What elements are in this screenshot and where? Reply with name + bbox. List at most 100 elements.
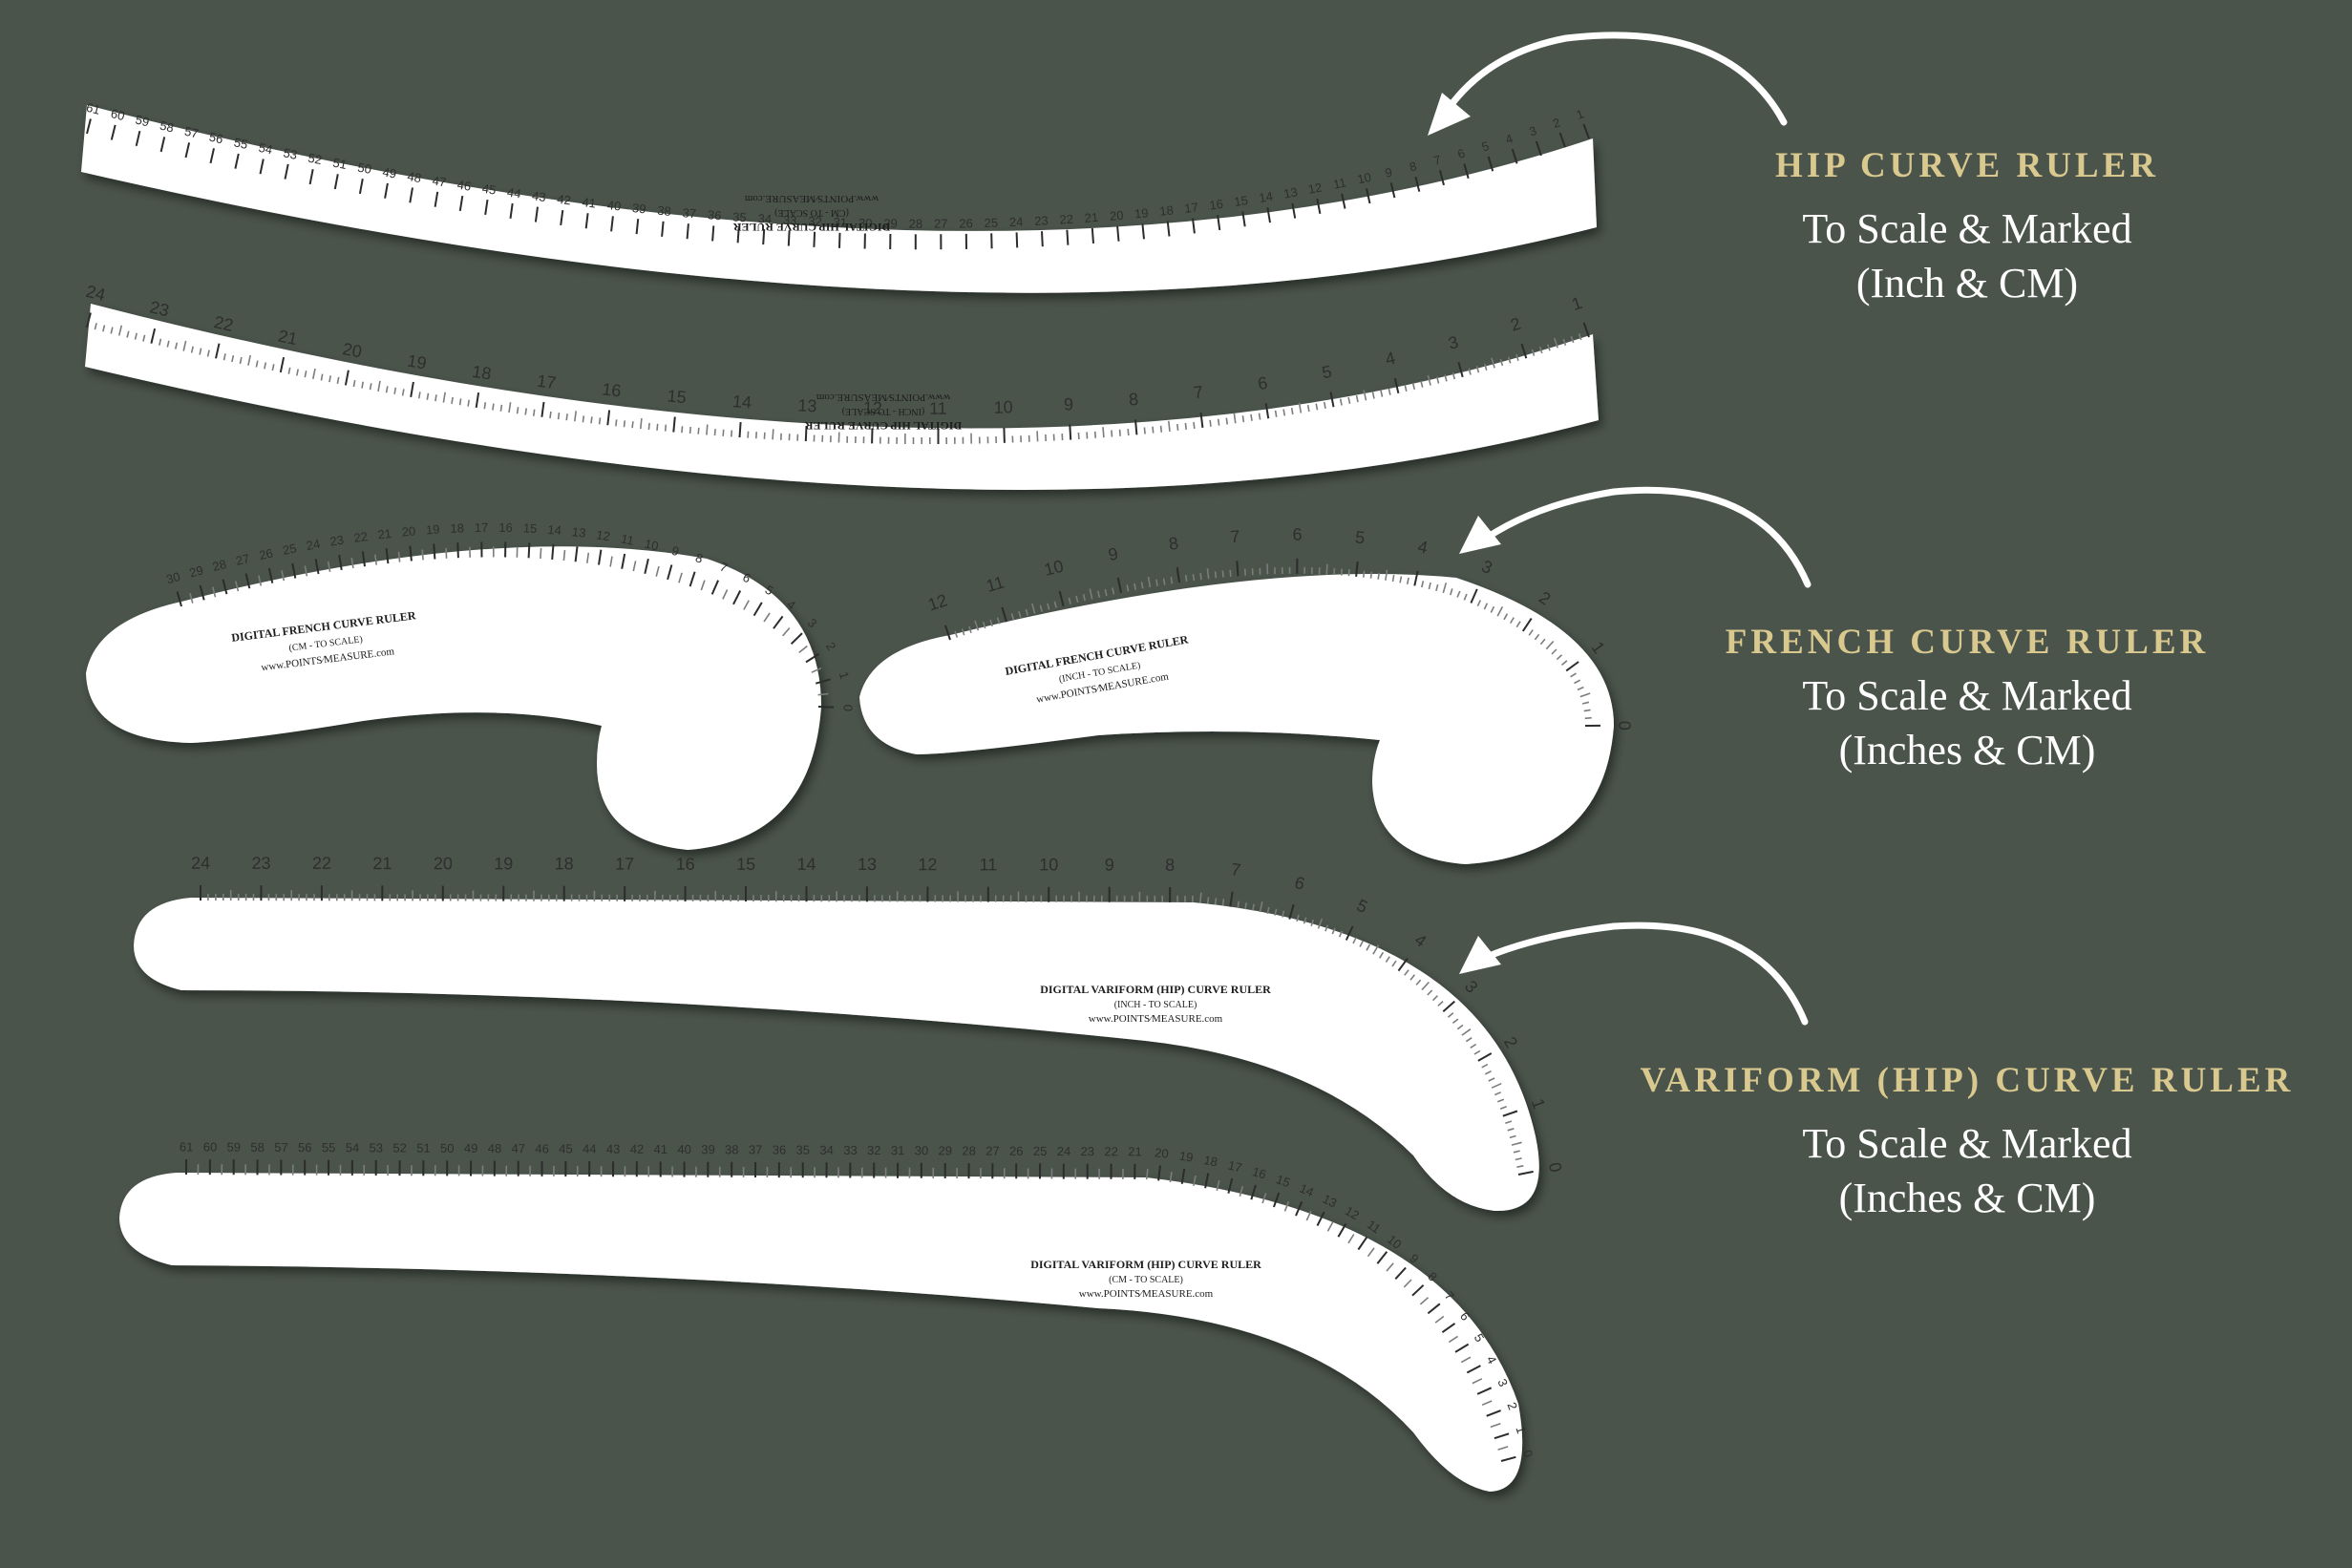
ruler-number: 52 [307,151,323,168]
ruler-number: 9 [670,543,681,559]
ruler-tick [1152,426,1155,434]
ruler-tick [1497,1098,1505,1103]
ruler-number: 0 [840,704,855,711]
ruler-tick [1290,407,1294,415]
ruler-number: 5 [1354,527,1366,547]
ruler-tick [445,547,448,559]
ruler-tick [361,381,364,389]
ruler-tick [1399,576,1403,583]
ruler-number: 22 [353,529,369,545]
ruler-tick [1047,603,1050,610]
ruler-number: 14 [796,855,816,874]
ruler-tick [1193,1175,1197,1187]
ruler-tick [492,403,495,411]
ruler-tick [1001,606,1007,623]
arrow-icon-variform [1459,922,1809,1026]
ruler-tick [189,592,194,604]
ruler-tick [1091,227,1094,244]
ruler-tick [1317,918,1324,929]
ruler-tick [86,312,92,328]
hip-curve-ruler-cm [81,105,1597,293]
ruler-number: 12 [918,855,937,874]
ruler-tick [731,430,733,437]
ruler-tick [150,328,157,344]
ruler-tick [540,401,545,417]
ruler-tick [377,380,381,392]
ruler-tick [1415,979,1422,985]
ruler-number: 1 [1569,293,1584,314]
ruler-tick [1421,581,1425,588]
ruler-tick [1377,572,1380,580]
ruler-number: 16 [676,855,695,874]
ruler-number: 47 [512,1141,526,1155]
ruler-number: 11 [980,855,998,874]
ruler-tick [385,386,389,393]
ruler-number: 57 [274,1140,288,1155]
ruler-tick [1487,156,1494,172]
ruler-number: 58 [250,1140,265,1155]
ruler-number: 48 [406,169,422,185]
ruler-tick [1140,582,1144,589]
ruler-number: 42 [557,192,572,208]
ruler-tick [1209,419,1212,427]
ruler-tick [126,330,130,338]
ruler-label-url: www.POINTS⁄MEASURE.com [744,193,879,204]
ruler-number: 9 [1063,394,1073,414]
ruler-tick [710,580,720,595]
ruler-tick [190,346,194,353]
ruler-tick [996,617,1001,625]
ruler-tick [222,579,228,595]
ruler-number: 33 [783,213,797,228]
ruler-number: 16 [1251,1164,1268,1182]
ruler-tick [678,572,683,583]
ruler-tick [586,552,590,563]
ruler-tick [206,350,210,357]
ruler-tick [961,628,965,636]
ruler-number: 19 [425,522,439,538]
ruler-tick [621,553,626,569]
ruler-tick [1535,140,1542,157]
ruler-tick [1199,892,1202,903]
ruler-tick [1427,1303,1441,1315]
ruler-tick [1243,568,1246,576]
ruler-tick [199,348,202,355]
ruler-tick [1363,570,1366,578]
ruler-number: 34 [757,211,772,226]
ruler-number: 2 [1536,587,1554,608]
ruler-tick [1515,621,1521,628]
ruler-number: 22 [1059,212,1073,227]
ruler-tick [409,545,413,562]
ruler-number: 3 [805,616,820,631]
ruler-tick [358,179,364,195]
ruler-number: 19 [406,351,428,373]
ruler-tick [1357,1236,1368,1251]
ruler-tick [1465,1037,1473,1043]
ruler-tick [1579,692,1591,698]
ruler-tick [199,584,205,601]
ruler-tick [1089,588,1093,600]
ruler-tick [562,549,566,562]
ruler-tick [752,602,763,617]
ruler-tick [664,424,667,432]
ruler-tick [689,571,696,587]
ruler-label-subtitle: (CM - TO SCALE) [774,207,849,218]
ruler-number: 48 [488,1141,502,1155]
ruler-number: 43 [531,188,546,204]
ruler-tick [1347,396,1351,404]
ruler-number: 13 [1282,184,1299,201]
ruler-number: 11 [984,572,1006,596]
ruler-tick [1193,421,1196,429]
ruler-number: 11 [1332,175,1347,191]
ruler-tick [743,600,750,610]
ruler-tick [1582,322,1590,338]
ruler-tick [722,589,729,600]
ruler-number: 41 [582,195,597,211]
ruler-tick [1159,425,1163,433]
ruler-tick [813,231,816,247]
ruler-tick [1310,919,1315,926]
ruler-tick [304,371,307,378]
caption-line: (Inches & CM) [1838,727,2096,774]
hip-cm-label: DIGITAL HIP CURVE RULER (CM - TO SCALE) … [732,193,890,234]
ruler-label-subtitle: (CM - TO SCALE) [1109,1275,1183,1285]
